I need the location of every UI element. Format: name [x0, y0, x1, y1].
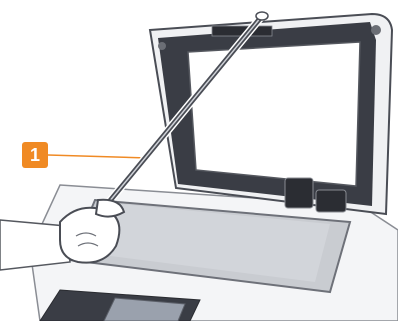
- callout-line: [48, 155, 148, 158]
- callout-badge: 1: [22, 142, 48, 168]
